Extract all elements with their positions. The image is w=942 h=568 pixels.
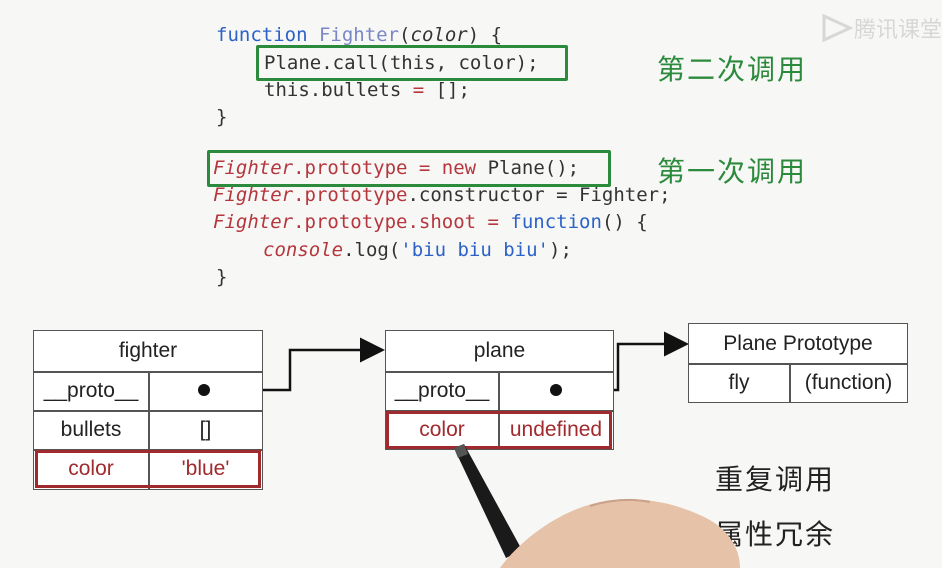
fighter-bullets-value: []: [199, 418, 212, 441]
note-first-call: 第一次调用: [657, 155, 808, 188]
code-token: 'biu biu biu': [400, 239, 549, 261]
code-token: () {: [601, 211, 648, 233]
code-token: .constructor = Fighter;: [407, 184, 671, 206]
fighter-color-key: color: [68, 457, 114, 480]
code-token: Fighter: [213, 184, 294, 206]
code-line-8: console.log('biu biu biu');: [263, 237, 572, 263]
code-token: .prototype: [293, 211, 408, 233]
plane-title: plane: [473, 339, 526, 362]
code-token: =: [412, 79, 436, 101]
code-line-5: Fighter.prototype = new Plane();: [213, 155, 579, 181]
fighter-proto-pointer-dot: [198, 384, 210, 396]
code-token: this.bullets: [264, 79, 413, 101]
divider: [148, 371, 150, 489]
plane-proto-key: __proto__: [394, 379, 490, 402]
code-token: function: [216, 24, 308, 46]
watermark-text: 腾讯课堂: [853, 18, 942, 43]
code-token: Fighter: [213, 211, 294, 233]
code-token: Fighter: [213, 157, 294, 179]
prototype-fly-value: (function): [804, 371, 893, 394]
code-line-2: Plane.call(this, color);: [264, 52, 539, 74]
prototype-fly-key: fly: [728, 371, 750, 394]
code-token: console: [263, 239, 344, 261]
highlight-first-call: [207, 150, 611, 187]
code-token: );: [549, 239, 572, 261]
code-token: [];: [435, 79, 470, 101]
code-line-4: }: [216, 106, 228, 128]
highlight-second-call: [256, 45, 568, 81]
code-line-7: Fighter.prototype.shoot = function() {: [213, 209, 648, 235]
prototype-title: Plane Prototype: [723, 331, 873, 355]
code-token: function: [510, 211, 602, 233]
code-line-9: }: [216, 266, 228, 288]
code-line-3: this.bullets = [];: [264, 77, 470, 103]
code-token: color: [410, 24, 468, 46]
note-redundant-property: 属性冗余: [715, 518, 836, 551]
note-repeat-call: 重复调用: [715, 463, 836, 496]
code-line-6: Fighter.prototype.constructor = Fighter;: [213, 182, 671, 208]
code-line-1: function Fighter(color) {: [216, 22, 502, 48]
watermark: 腾讯课堂: [820, 12, 942, 44]
fighter-title: fighter: [118, 339, 178, 362]
plane-color-highlight: [386, 411, 612, 449]
code-token: = new: [418, 157, 488, 179]
code-token: Plane();: [487, 157, 580, 179]
divider: [386, 410, 613, 412]
plane-object: plane __proto__ color undefined: [385, 330, 614, 450]
fighter-proto-key: __proto__: [43, 379, 139, 402]
fighter-object: fighter __proto__ bullets [] color 'blue…: [33, 330, 263, 490]
code-block: function Fighter(color) { Plane.call(thi…: [0, 0, 671, 288]
fighter-bullets-key: bullets: [60, 418, 122, 441]
code-token: ) {: [467, 24, 503, 46]
code-token: .prototype: [293, 157, 419, 179]
code-token: Fighter: [318, 24, 400, 46]
plane-prototype-object: Plane Prototype fly (function): [688, 323, 908, 403]
divider: [689, 363, 907, 365]
divider: [34, 410, 262, 412]
fighter-color-value: 'blue': [181, 457, 230, 480]
divider: [789, 363, 791, 402]
plane-color-value: undefined: [509, 418, 603, 441]
divider: [34, 449, 262, 451]
note-second-call: 第二次调用: [657, 53, 808, 86]
hand-with-marker-icon: [454, 444, 740, 568]
plane-color-key: color: [419, 418, 465, 441]
fighter-color-highlight: [35, 450, 261, 488]
divider: [386, 371, 613, 373]
plane-proto-pointer-dot: [550, 384, 562, 396]
code-token: .prototype: [293, 184, 408, 206]
code-token: .shoot =: [407, 211, 511, 233]
code-token: (: [399, 24, 411, 46]
code-token: .log(: [343, 239, 401, 261]
play-logo-icon: [822, 13, 854, 43]
